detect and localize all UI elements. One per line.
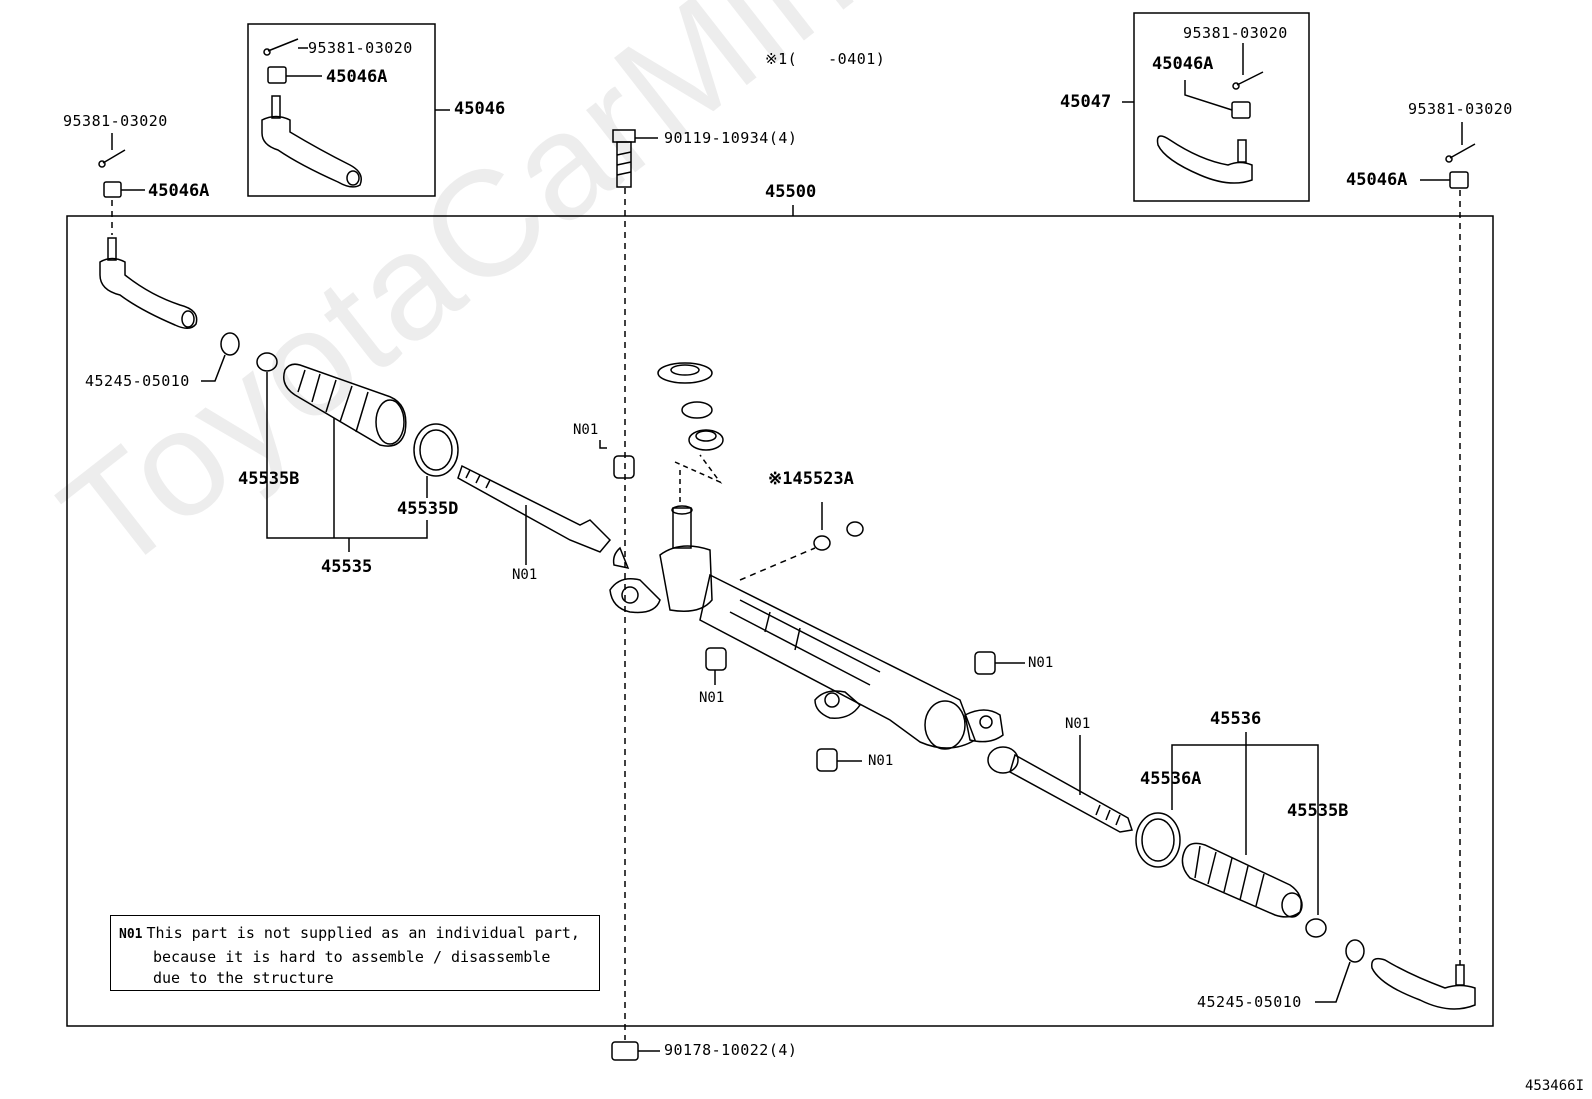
boot-icon-left <box>283 363 407 447</box>
label-45046A-inset-left[interactable]: 45046A <box>326 67 388 87</box>
cotter-pin-icon-inset-r <box>1232 71 1264 90</box>
clamp-icon-left-large <box>413 423 459 477</box>
bushing-icon-145523A <box>813 502 831 551</box>
clamp-icon-right-large <box>1135 812 1181 868</box>
bushing-icon-n01-e <box>816 748 862 772</box>
label-45245-left[interactable]: 45245-05010 <box>85 372 190 390</box>
label-90119[interactable]: 90119-10934(4) <box>664 129 798 147</box>
boot-icon-right <box>1181 842 1303 918</box>
label-45500[interactable]: 45500 <box>765 182 817 202</box>
label-N01-f[interactable]: N01 <box>1065 716 1091 732</box>
bushing-icon-left <box>201 332 240 382</box>
cotter-pin-icon-right <box>1445 122 1476 163</box>
nut-icon-145523A <box>846 521 864 537</box>
label-N01-e[interactable]: N01 <box>868 753 894 769</box>
tie-rod-end-icon-left <box>99 237 198 329</box>
label-45535[interactable]: 45535 <box>321 557 373 577</box>
label-45536A[interactable]: 45536A <box>1140 769 1202 789</box>
bushing-icon-n01-a <box>599 440 635 479</box>
rack-housing-icon <box>609 505 1004 750</box>
tie-rod-end-icon-right <box>1371 957 1476 1010</box>
label-45046A-inset-right[interactable]: 45046A <box>1152 54 1214 74</box>
label-45046A-left[interactable]: 45046A <box>148 181 210 201</box>
assembly-frame <box>66 215 1494 1027</box>
note-text-1: This part is not supplied as an individu… <box>146 924 580 942</box>
label-N01-a[interactable]: N01 <box>573 422 599 438</box>
label-45245-right[interactable]: 45245-05010 <box>1197 993 1302 1011</box>
clamp-icon-right-small <box>1305 918 1327 938</box>
washer-icon-seal <box>688 429 724 451</box>
label-45047[interactable]: 45047 <box>1060 92 1112 112</box>
bushing-icon-n01-d <box>974 651 1025 675</box>
label-45046[interactable]: 45046 <box>454 99 506 119</box>
label-N01-b[interactable]: N01 <box>512 567 538 583</box>
note-line-3: due to the structure <box>153 969 334 987</box>
label-95381-right[interactable]: 95381-03020 <box>1408 100 1513 118</box>
inner-tie-rod-icon-right <box>987 735 1133 833</box>
cotter-pin-icon-left <box>98 149 126 168</box>
washer-icon-mid <box>681 401 713 419</box>
version-note: ※1( -0401) <box>765 50 886 68</box>
label-45535D[interactable]: 45535D <box>397 499 459 519</box>
label-45535B-left[interactable]: 45535B <box>238 469 300 489</box>
label-45536[interactable]: 45536 <box>1210 709 1262 729</box>
label-90178[interactable]: 90178-10022(4) <box>664 1041 798 1059</box>
label-N01-c[interactable]: N01 <box>699 690 725 706</box>
tie-rod-end-icon-inset-l <box>261 95 362 188</box>
inner-tie-rod-icon-left <box>457 464 612 565</box>
label-95381-inset-left[interactable]: 95381-03020 <box>308 39 413 57</box>
label-N01-d[interactable]: N01 <box>1028 655 1054 671</box>
nut-icon-bottom <box>611 1041 660 1061</box>
note-code: N01 <box>119 927 143 942</box>
clamp-icon-left-small <box>256 352 278 372</box>
bushing-icon-right <box>1315 939 1365 1003</box>
label-45535B-right[interactable]: 45535B <box>1287 801 1349 821</box>
label-45046A-right[interactable]: 45046A <box>1346 170 1408 190</box>
nut-icon-right <box>1420 171 1469 189</box>
bolt-icon-top <box>612 129 658 188</box>
note-line-2: because it is hard to assemble / disasse… <box>153 948 551 966</box>
cotter-pin-icon-inset-l <box>263 38 299 56</box>
bushing-icon-n01-c <box>705 647 727 685</box>
inset-box-45047 <box>1133 12 1310 202</box>
washer-icon-top <box>657 362 713 384</box>
nut-icon-inset-r <box>1184 80 1251 119</box>
label-95381-inset-right[interactable]: 95381-03020 <box>1183 24 1288 42</box>
nut-icon-left <box>103 181 145 198</box>
label-145523A[interactable]: ※145523A <box>768 469 854 489</box>
tie-rod-end-icon-inset-r <box>1156 135 1253 184</box>
nut-icon-inset-l <box>267 66 322 84</box>
label-95381-left[interactable]: 95381-03020 <box>63 112 168 130</box>
illustration-id: 453466I <box>1525 1078 1585 1094</box>
